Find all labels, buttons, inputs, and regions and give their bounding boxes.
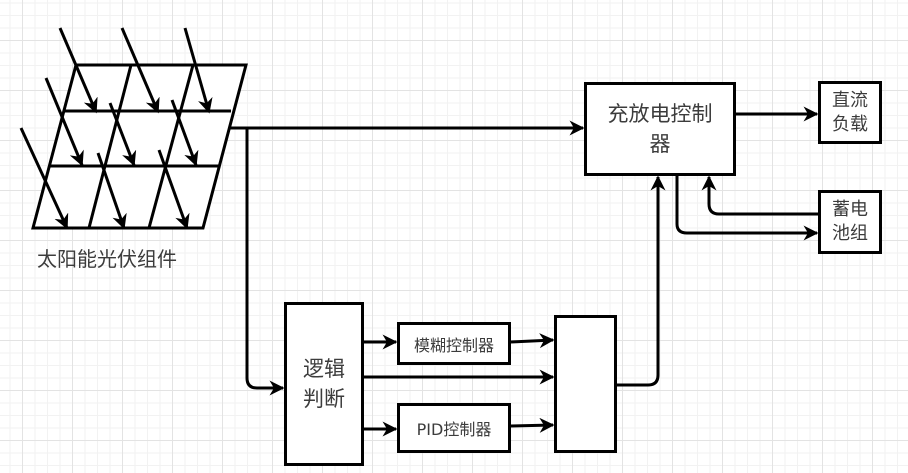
sun-ray-arrow xyxy=(170,99,199,167)
pid-label: PID控制器 xyxy=(416,420,492,439)
solar-panel-icon xyxy=(19,27,248,230)
edge-solar-to-logic xyxy=(245,128,285,396)
charge-discharge-controller-node[interactable]: 充放电控制器 xyxy=(584,82,736,176)
solar-panel-frame xyxy=(31,63,248,230)
sun-ray-arrow xyxy=(183,27,213,114)
edge-mux-to-controller xyxy=(617,175,666,387)
logic-judgment-node[interactable]: 逻辑判断 xyxy=(284,302,364,466)
solar-panel-divider xyxy=(87,64,133,229)
sun-ray-arrow xyxy=(19,127,69,230)
controller-label: 充放电控制器 xyxy=(607,102,713,156)
selector-node[interactable] xyxy=(554,315,617,453)
edge-fuzzy-to-mux xyxy=(510,333,555,349)
solar-panel-label: 太阳能光伏组件 xyxy=(37,247,177,271)
fuzzy-label: 模糊控制器 xyxy=(413,335,494,355)
edge-battery-to-controller xyxy=(701,175,818,216)
battery-label: 蓄电池组 xyxy=(832,199,868,244)
logic-label: 逻辑判断 xyxy=(303,357,345,411)
battery-node[interactable]: 蓄电池组 xyxy=(818,190,882,254)
sun-ray-arrows xyxy=(19,27,213,230)
sun-ray-arrow xyxy=(157,149,190,230)
pid-controller-node[interactable]: PID控制器 xyxy=(397,403,511,453)
sun-ray-arrow xyxy=(120,27,160,114)
sun-ray-arrow xyxy=(58,27,98,114)
sun-ray-arrow xyxy=(44,77,84,167)
edge-controller-to-battery xyxy=(675,176,819,241)
dc-load-label: 直流负载 xyxy=(832,89,868,135)
edge-pid-to-mux xyxy=(510,417,555,433)
sun-ray-arrow xyxy=(96,152,127,230)
solar-panel-divider xyxy=(147,64,195,229)
fuzzy-controller-node[interactable]: 模糊控制器 xyxy=(397,322,511,365)
sun-ray-arrow xyxy=(108,102,137,167)
dc-load-node[interactable]: 直流负载 xyxy=(818,81,882,144)
